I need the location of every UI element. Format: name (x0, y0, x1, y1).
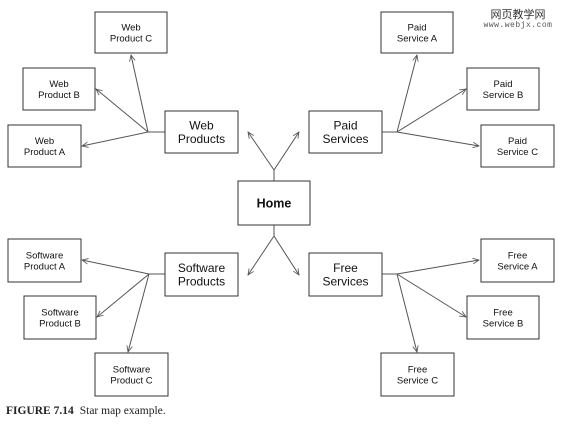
node-label-line: Paid (508, 136, 527, 147)
node-label-line: Services (322, 275, 368, 289)
figure-caption: FIGURE 7.14 Star map example. (6, 405, 166, 417)
node-home: Home (237, 180, 311, 226)
star-map-diagram: HomeWebProductsPaidServicesSoftwareProdu… (7, 11, 555, 397)
figure-caption-label: FIGURE 7.14 (6, 405, 74, 417)
node-label-line: Web (121, 22, 140, 33)
connector-arrow (396, 273, 466, 317)
node-box (380, 352, 455, 397)
node-box (466, 295, 540, 340)
node-box (22, 67, 96, 111)
node-label-line: Software (113, 364, 151, 375)
node-box (480, 238, 555, 283)
node-label-line: Product C (110, 375, 152, 386)
connector-arrow (128, 273, 150, 352)
node-label-line: Product C (110, 33, 152, 44)
node-box (23, 295, 97, 340)
node-label-line: Service C (497, 147, 538, 158)
diagram-nodes: HomeWebProductsPaidServicesSoftwareProdu… (7, 11, 555, 397)
node-label-line: Products (178, 275, 225, 289)
node-label-line: Free (508, 250, 528, 261)
node-label-line: Service C (397, 375, 438, 386)
node-box (94, 352, 169, 397)
node-label-line: Product B (38, 90, 80, 101)
connector-arrow (131, 55, 149, 133)
node-label-line: Products (178, 132, 225, 146)
watermark-title: 网页教学网 (490, 8, 546, 21)
node-label-line: Software (41, 307, 79, 318)
node-label-line: Web (189, 118, 214, 132)
connector-arrow (82, 260, 150, 275)
node-box (237, 180, 311, 226)
node-box (164, 252, 239, 297)
node-label-line: Product B (39, 318, 81, 329)
node-box (480, 124, 555, 168)
node-label-line: Services (322, 132, 368, 146)
connector-arrow (82, 131, 149, 146)
connector-arrow (396, 273, 417, 352)
watermark-url: www.webjx.com (483, 21, 553, 30)
connector-arrow (248, 132, 275, 171)
connector-arrow (396, 55, 417, 133)
connector-arrow (396, 131, 479, 146)
node-label-line: Service A (497, 261, 538, 272)
connector-arrow (248, 235, 275, 275)
connector-arrow (396, 260, 479, 275)
node-label-line: Paid (407, 22, 426, 33)
node-box (94, 11, 168, 54)
node-box (308, 110, 383, 154)
node-label-line: Product A (24, 147, 66, 158)
node-label-line: Paid (493, 79, 512, 90)
connector-arrow (273, 235, 299, 275)
node-box (308, 252, 383, 297)
connector-arrow (273, 132, 299, 171)
watermark: 网页教学网 www.webjx.com (482, 8, 554, 31)
node-label-line: Service B (483, 318, 524, 329)
diagram-edges (82, 55, 479, 352)
node-label-line: Web (35, 136, 54, 147)
connector-arrow (96, 89, 149, 133)
node-label-line: Free (333, 261, 358, 275)
node-label-line: Product A (24, 261, 66, 272)
node-label-line: Home (257, 196, 292, 210)
node-label-line: Free (493, 307, 513, 318)
node-box (7, 238, 82, 283)
node-label-line: Web (49, 79, 68, 90)
node-label-line: Paid (333, 118, 357, 132)
connector-arrow (396, 89, 466, 133)
connector-arrow (97, 273, 150, 317)
figure-caption-text: Star map example. (79, 405, 166, 417)
node-box (380, 11, 454, 54)
node-label-line: Software (26, 250, 64, 261)
node-box (466, 67, 540, 111)
node-label-line: Service B (483, 90, 524, 101)
node-box (164, 110, 239, 154)
node-label-line: Software (178, 261, 226, 275)
node-box (7, 124, 82, 168)
node-label-line: Free (408, 364, 428, 375)
node-label-line: Service A (397, 33, 438, 44)
